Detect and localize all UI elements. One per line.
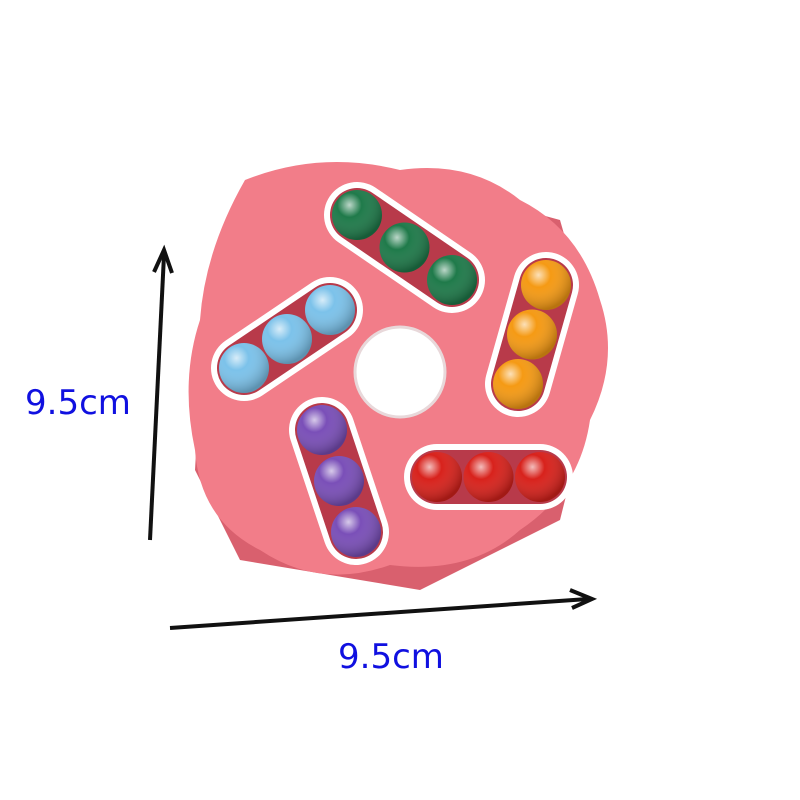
height-label: 9.5cm [25,383,131,423]
light-blue-ball-slot [211,277,363,401]
ball-highlight [507,309,557,360]
height-arrow [148,244,174,541]
ball-highlight [305,285,355,335]
width-arrow [169,588,598,630]
orange-ball-slot [485,252,579,417]
ball-highlight [379,222,430,273]
ball-highlight [297,405,347,455]
ball-highlight [331,507,381,557]
center-button [353,325,447,419]
ball-highlight [427,255,477,305]
ball-highlight [412,452,462,502]
red-ball-slot [404,444,573,510]
ball-highlight [314,456,364,506]
ball-highlight [262,314,312,364]
ball-highlight [515,452,565,502]
width-label: 9.5cm [338,637,444,677]
ball-highlight [493,359,543,409]
ball-highlight [219,343,269,393]
ball-highlight [521,260,571,310]
green-ball-slot [324,182,485,313]
ball-highlight [332,190,382,240]
purple-ball-slot [289,397,389,565]
ball-highlight [463,452,514,502]
